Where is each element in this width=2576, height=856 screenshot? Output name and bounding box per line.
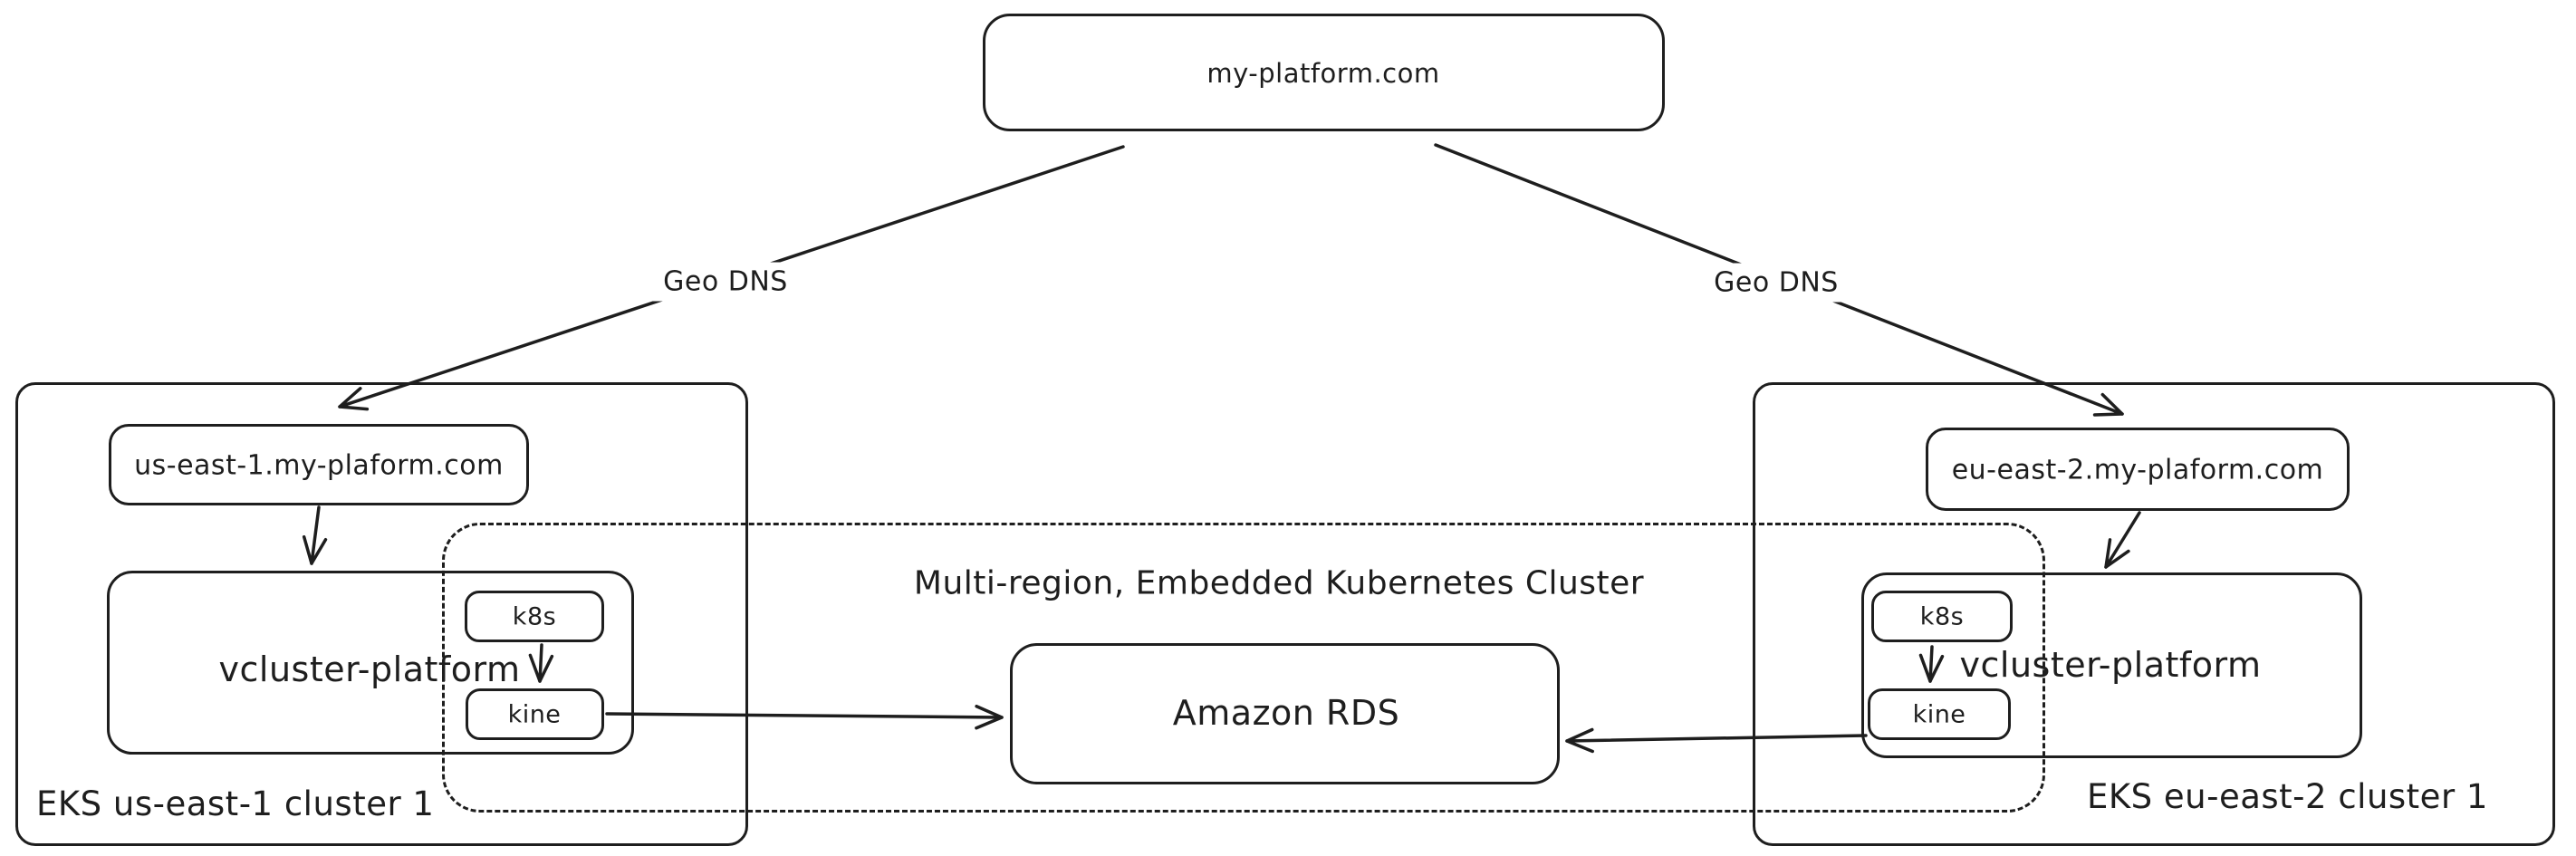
edge-right-k8s-to-kine bbox=[1918, 645, 1945, 683]
amazon-rds-node bbox=[1010, 643, 1560, 784]
left-k8s-label: k8s bbox=[512, 602, 557, 631]
edge-left-kine-to-rds bbox=[605, 704, 1004, 730]
root-domain-label: my-platform.com bbox=[1206, 58, 1440, 89]
edge-left-k8s-to-kine bbox=[528, 643, 554, 683]
eks-us-east-1-label: EKS us-east-1 cluster 1 bbox=[36, 784, 435, 823]
eu-east-2-dns-node bbox=[1926, 428, 2350, 511]
left-vcluster-platform-node bbox=[107, 571, 634, 755]
root-domain-node bbox=[983, 14, 1665, 131]
us-east-1-dns-label: us-east-1.my-plaform.com bbox=[134, 449, 504, 482]
left-kine-node bbox=[466, 688, 604, 740]
left-k8s-node bbox=[465, 591, 604, 642]
right-k8s-label: k8s bbox=[1919, 602, 1965, 631]
left-vcluster-platform-label: vcluster-platform bbox=[218, 649, 521, 689]
eu-east-2-dns-label: eu-east-2.my-plaform.com bbox=[1951, 454, 2324, 486]
edge-right-kine-to-rds bbox=[1565, 727, 1868, 754]
right-k8s-node bbox=[1871, 591, 2013, 642]
right-kine-label: kine bbox=[1912, 700, 1966, 729]
right-vcluster-platform-label: vcluster-platform bbox=[1959, 645, 2262, 685]
edge-us-east-dns-to-platform bbox=[302, 505, 328, 565]
us-east-1-dns-node bbox=[109, 424, 529, 505]
edge-eu-east-dns-to-platform bbox=[2104, 511, 2141, 569]
eks-us-east-1-container bbox=[15, 382, 748, 846]
left-kine-label: kine bbox=[507, 700, 562, 729]
eks-eu-east-2-container bbox=[1753, 382, 2555, 846]
geo-dns-label-left: Geo DNS bbox=[650, 262, 801, 302]
eks-eu-east-2-label: EKS eu-east-2 cluster 1 bbox=[2087, 777, 2488, 816]
geo-dns-label-right: Geo DNS bbox=[1701, 263, 1851, 303]
right-vcluster-platform-node bbox=[1861, 572, 2362, 758]
amazon-rds-label: Amazon RDS bbox=[1172, 693, 1400, 733]
right-kine-node bbox=[1868, 688, 2011, 740]
multi-region-title: Multi-region, Embedded Kubernetes Cluste… bbox=[913, 564, 1645, 602]
multi-region-dashed-box bbox=[442, 523, 2045, 813]
